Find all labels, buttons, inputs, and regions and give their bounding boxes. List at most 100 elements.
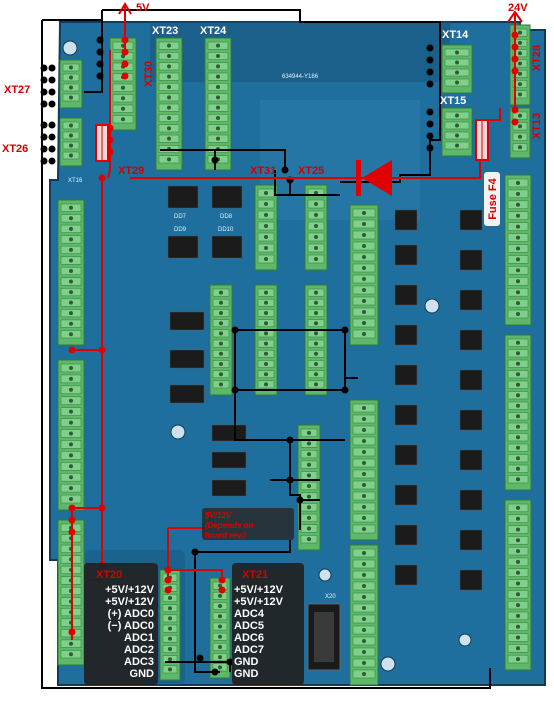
- red-junction-dot: [218, 576, 226, 584]
- terminal-block: [509, 107, 531, 159]
- xt21-pinout: XT21 +5V/+12V+5V/+12VADC4ADC5ADC6ADC7GND…: [232, 563, 304, 685]
- red-junction-dot: [98, 504, 106, 512]
- black-junction-dot: [48, 100, 56, 108]
- pin-label: ADC4: [234, 608, 265, 620]
- ic-chip: [394, 404, 418, 426]
- label-xt23: XT23: [152, 25, 178, 37]
- terminal-block: [349, 544, 379, 686]
- pin-label: ADC2: [124, 644, 154, 656]
- ic-chip: [459, 289, 483, 311]
- black-junction-dot: [296, 496, 304, 504]
- ic-chip: [394, 484, 418, 506]
- red-junction-dot: [98, 346, 106, 354]
- ic-chip: [394, 244, 418, 266]
- red-junction-dot: [121, 48, 129, 56]
- ic-chip: [167, 235, 199, 259]
- label-xt25: XT25: [298, 165, 324, 177]
- black-junction-dot: [211, 156, 219, 164]
- ic-chip: [394, 524, 418, 546]
- ic-chip: [394, 564, 418, 586]
- jumper-note: 5V/12V (Depends on board rev.): [202, 508, 294, 540]
- label-xt30: XT30: [143, 61, 155, 87]
- terminal-block: [504, 499, 532, 671]
- terminal-block: [441, 44, 473, 94]
- jumper-note-line3: board rev.): [205, 531, 246, 540]
- black-junction-dot: [48, 88, 56, 96]
- ic-chip: [167, 185, 199, 209]
- black-junction-dot: [426, 120, 434, 128]
- black-junction-dot: [211, 668, 219, 676]
- fuse-icon: [475, 119, 489, 161]
- red-junction-dot: [68, 628, 76, 636]
- terminal-block: [254, 284, 278, 396]
- black-junction-dot: [191, 548, 199, 556]
- dd9-label: DD9: [174, 227, 187, 233]
- pin-label: ADC7: [234, 644, 264, 656]
- red-junction-dot: [511, 55, 519, 63]
- dd7-label: DD7: [174, 214, 187, 220]
- label-xt15: XT15: [440, 95, 466, 107]
- xt20-title: XT20: [96, 569, 122, 581]
- terminal-block: [209, 284, 233, 396]
- diode-icon: [356, 160, 392, 196]
- black-junction-dot: [40, 64, 48, 72]
- terminal-block: [59, 117, 83, 167]
- board-code: 634944-Y186: [282, 74, 319, 80]
- ic-chip: [459, 329, 483, 351]
- black-junction-dot: [426, 132, 434, 140]
- ic-chip: [211, 185, 243, 209]
- terminal-block: [504, 334, 532, 491]
- black-junction-dot: [286, 436, 294, 444]
- black-junction-dot: [231, 386, 239, 394]
- terminal-block: [441, 107, 473, 157]
- black-junction-dot: [40, 145, 48, 153]
- pin-label: (−) ADC0: [108, 620, 154, 632]
- xt16-label: XT16: [68, 178, 83, 184]
- terminal-block: [254, 184, 278, 271]
- label-5v: 5V: [136, 2, 150, 14]
- x20-label: X20: [325, 594, 336, 600]
- xt29-fuse-icon: [95, 124, 109, 162]
- ic-chip: [459, 409, 483, 431]
- xt21-title: XT21: [242, 569, 268, 581]
- ic-chip: [459, 209, 483, 231]
- black-junction-dot: [40, 88, 48, 96]
- jumper-note-line1: 5V/12V: [205, 511, 232, 520]
- red-junction-dot: [121, 72, 129, 80]
- black-junction-dot: [40, 121, 48, 129]
- ic-chip: [211, 235, 243, 259]
- black-junction-dot: [426, 56, 434, 64]
- ic-chips: [167, 185, 483, 591]
- black-junctions: [40, 36, 434, 676]
- terminal-block: [59, 59, 83, 109]
- red-junction-dot: [98, 174, 106, 182]
- black-junction-dot: [96, 72, 104, 80]
- red-junction-dot: [164, 576, 172, 584]
- terminal-block: [209, 577, 231, 679]
- pin-label: GND: [234, 668, 259, 680]
- black-junction-dot: [48, 64, 56, 72]
- black-junction-dot: [48, 121, 56, 129]
- red-junction-dot: [164, 586, 172, 594]
- pin-label: +5V/+12V: [105, 584, 155, 596]
- pin-label: +5V/+12V: [234, 596, 284, 608]
- terminal-block: [304, 184, 328, 271]
- red-junction-dot: [511, 118, 519, 126]
- pin-label: GND: [234, 656, 259, 668]
- jumper-note-line2: (Depends on: [205, 521, 254, 530]
- ic-chip: [459, 489, 483, 511]
- pin-label: +5V/+12V: [234, 584, 284, 596]
- black-junction-dot: [226, 658, 234, 666]
- terminal-block: [57, 359, 85, 511]
- ic-chip: [394, 209, 418, 231]
- arrow-up-24v-icon: [507, 10, 523, 23]
- terminal-block: [349, 204, 379, 346]
- black-junction-dot: [96, 48, 104, 56]
- label-xt29: XT29: [118, 165, 144, 177]
- label-xt26: XT26: [2, 143, 28, 155]
- ic-chip: [211, 479, 247, 497]
- red-junctions: [68, 31, 519, 636]
- label-xt14: XT14: [442, 29, 469, 41]
- terminal-block: [504, 174, 532, 326]
